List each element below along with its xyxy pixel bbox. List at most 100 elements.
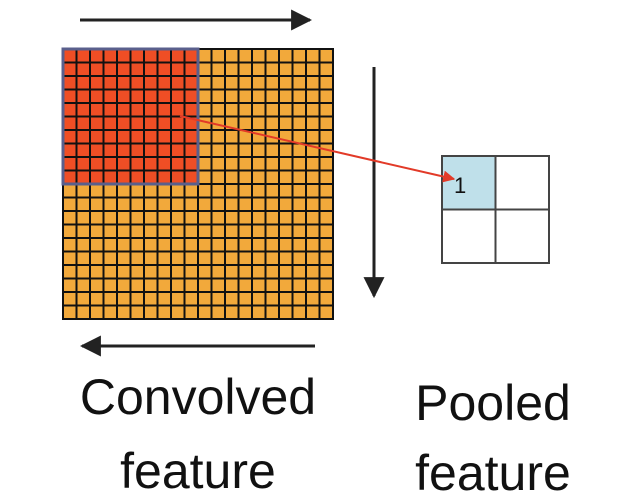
convolved-cell [116, 237, 132, 253]
convolved-cell [224, 264, 240, 280]
convolved-cell [237, 196, 253, 212]
convolved-cell [143, 183, 159, 199]
convolved-cell [62, 291, 78, 307]
convolved-cell [170, 291, 186, 307]
convolved-cell [75, 196, 91, 212]
convolved-cell [129, 210, 145, 226]
convolved-cell [210, 129, 226, 145]
convolved-cell [102, 210, 118, 226]
window-cell [183, 88, 199, 104]
convolved-cell [102, 304, 118, 320]
window-cell [143, 48, 159, 64]
convolved-cell [278, 169, 294, 185]
convolved-cell [170, 277, 186, 293]
window-cell [129, 129, 145, 145]
convolved-cell [75, 210, 91, 226]
window-cell [75, 129, 91, 145]
pooling-window [61, 47, 200, 186]
window-cell [75, 102, 91, 118]
convolved-cell [183, 210, 199, 226]
convolved-cell [156, 210, 172, 226]
convolved-cell [210, 196, 226, 212]
convolved-cell [305, 291, 321, 307]
convolved-cell [251, 210, 267, 226]
convolved-cell [89, 210, 105, 226]
convolved-cell [278, 304, 294, 320]
convolved-cell [291, 277, 307, 293]
convolved-cell [183, 277, 199, 293]
convolved-cell [224, 277, 240, 293]
convolved-cell [264, 75, 280, 91]
convolved-cell [251, 223, 267, 239]
convolved-cell [197, 264, 213, 280]
convolved-cell [156, 223, 172, 239]
window-cell [156, 115, 172, 131]
convolved-cell [237, 48, 253, 64]
convolved-cell [210, 223, 226, 239]
convolved-cell [102, 196, 118, 212]
convolved-cell [291, 61, 307, 77]
convolved-cell [224, 48, 240, 64]
convolved-cell [224, 61, 240, 77]
convolved-cell [305, 264, 321, 280]
pooled-cell-filled [441, 155, 497, 211]
convolved-cell [237, 142, 253, 158]
convolved-cell [129, 304, 145, 320]
convolved-cell [62, 237, 78, 253]
convolved-cell [89, 183, 105, 199]
window-cell [102, 142, 118, 158]
convolved-cell [264, 102, 280, 118]
convolved-cell [264, 250, 280, 266]
convolved-cell [197, 61, 213, 77]
convolved-cell [89, 277, 105, 293]
convolved-cell [224, 75, 240, 91]
convolved-cell [210, 75, 226, 91]
window-cell [156, 75, 172, 91]
convolved-cell [75, 183, 91, 199]
convolved-cell [318, 61, 334, 77]
window-cell [62, 142, 78, 158]
window-cell [183, 75, 199, 91]
convolved-cell [237, 169, 253, 185]
window-cell [75, 88, 91, 104]
convolved-cell [170, 250, 186, 266]
convolved-cell [183, 223, 199, 239]
convolved-cell [251, 169, 267, 185]
convolved-cell [197, 169, 213, 185]
convolved-cell [116, 183, 132, 199]
window-cell [116, 169, 132, 185]
convolved-cell [210, 291, 226, 307]
window-cell [89, 61, 105, 77]
convolved-cell [102, 250, 118, 266]
convolved-cell [183, 196, 199, 212]
convolved-cell [278, 210, 294, 226]
convolved-cell [305, 210, 321, 226]
convolved-cell [264, 115, 280, 131]
window-cell [170, 48, 186, 64]
convolved-cell [278, 88, 294, 104]
window-cell [75, 169, 91, 185]
convolved-cell [318, 129, 334, 145]
convolved-cell [102, 264, 118, 280]
convolved-cell [278, 264, 294, 280]
connector-arrow [179, 115, 456, 183]
window-cell [102, 169, 118, 185]
convolved-cell [305, 304, 321, 320]
convolved-cell [170, 237, 186, 253]
convolved-cell [291, 304, 307, 320]
convolved-cell [264, 183, 280, 199]
convolved-cell [291, 223, 307, 239]
convolved-cell [251, 48, 267, 64]
window-cell [183, 61, 199, 77]
convolved-cell [291, 115, 307, 131]
convolved-cell [156, 291, 172, 307]
window-cell [62, 129, 78, 145]
convolved-cell [129, 223, 145, 239]
convolved-cell [129, 250, 145, 266]
window-cell [116, 142, 132, 158]
window-cell [183, 129, 199, 145]
convolved-cell [183, 237, 199, 253]
convolved-cell [318, 277, 334, 293]
convolved-cell [278, 237, 294, 253]
window-cell [170, 88, 186, 104]
